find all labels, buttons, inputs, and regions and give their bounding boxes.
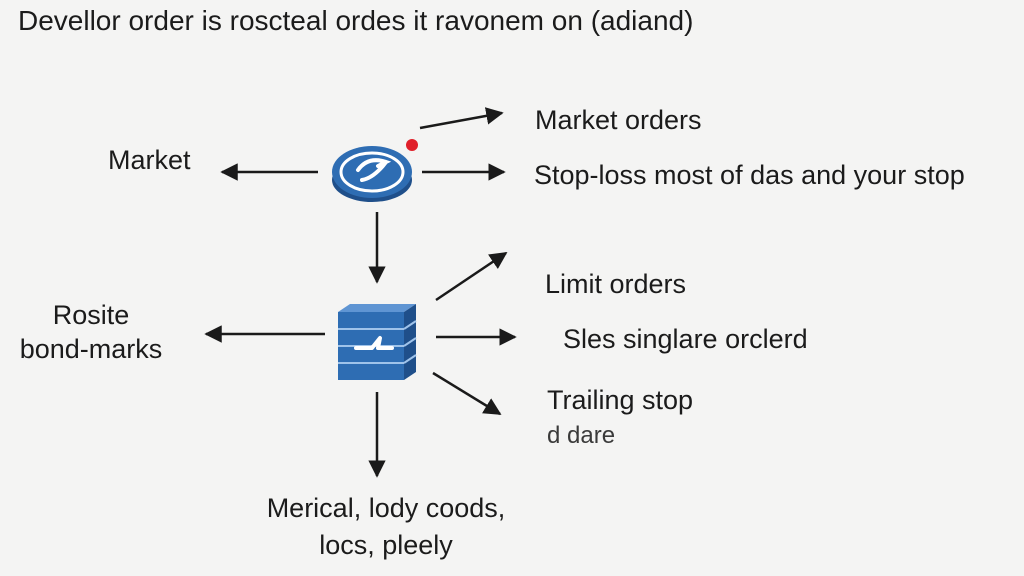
arrow-top-to-market-orders (419, 107, 504, 130)
arrow-bottom-to-limit-orders (435, 251, 508, 302)
label-market: Market (108, 145, 191, 175)
label-rosite: Rosite (52, 300, 130, 330)
label-locs-pleely: locs, pleely (319, 530, 453, 560)
label-market-orders: Market orders (535, 105, 702, 135)
disc-token-icon (332, 139, 418, 202)
label-limit-orders: Limit orders (545, 269, 687, 299)
diagram-title: Devellor order is roscteal ordes it ravo… (18, 5, 694, 36)
label-stop-loss: Stop-loss most of das and your stop (534, 160, 965, 190)
arrow-bottom-to-trailing-stop (432, 371, 502, 416)
label-trailing-note: d dare (547, 422, 616, 449)
stacked-box-icon (338, 304, 417, 380)
label-trailing-stop: Trailing stop (547, 385, 694, 415)
label-sles-singlare: Sles singlare orclerd (563, 324, 808, 354)
label-bond-marks: bond-marks (19, 334, 163, 364)
label-merical: Merical, lody coods, (266, 493, 506, 523)
